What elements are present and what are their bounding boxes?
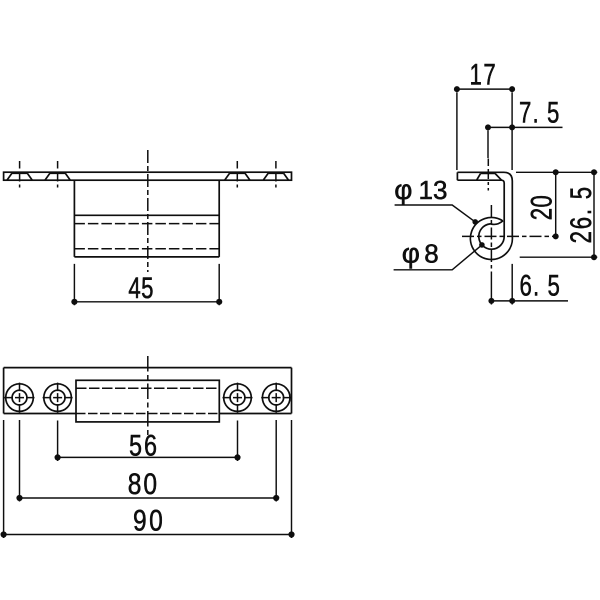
svg-text:φ: φ xyxy=(402,238,420,269)
svg-text:φ: φ xyxy=(394,174,412,205)
svg-text:8: 8 xyxy=(424,238,438,268)
svg-text:90: 90 xyxy=(133,503,165,537)
svg-text:7. 5: 7. 5 xyxy=(519,95,560,129)
svg-text:45: 45 xyxy=(128,271,153,305)
svg-text:26. 5: 26. 5 xyxy=(564,185,598,243)
svg-text:13: 13 xyxy=(419,175,448,205)
svg-text:6. 5: 6. 5 xyxy=(520,268,561,302)
svg-text:20: 20 xyxy=(524,195,558,220)
svg-text:56: 56 xyxy=(129,429,159,462)
svg-text:17: 17 xyxy=(470,57,498,91)
svg-text:80: 80 xyxy=(128,467,159,501)
